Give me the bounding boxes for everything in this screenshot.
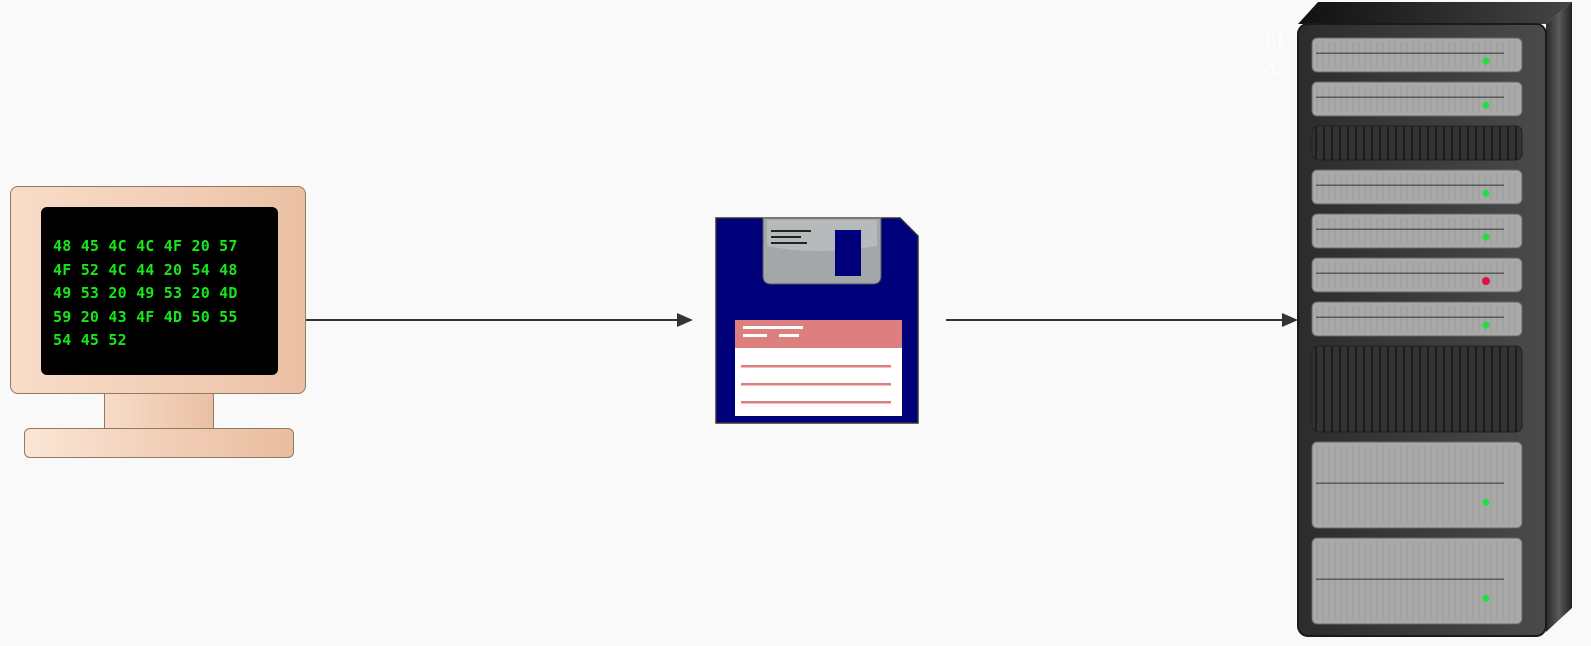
server-rack-icon (1297, 2, 1572, 637)
floppy-disk-icon (715, 217, 919, 424)
screen-line: 48 45 4C 4C 4F 20 57 (53, 237, 238, 255)
watermark-text: ht di (1264, 24, 1285, 84)
screen-line: 54 45 52 (53, 331, 127, 349)
status-led-green (1482, 321, 1490, 329)
rack-drive-unit (1311, 213, 1523, 249)
status-led-green (1482, 594, 1490, 602)
arrowhead (1282, 313, 1298, 327)
rack-top (1298, 2, 1572, 24)
monitor-neck (104, 394, 214, 430)
rack-drive-unit (1311, 301, 1523, 337)
status-led-green (1482, 233, 1490, 241)
rack-side (1546, 2, 1572, 632)
rack-drive-unit (1311, 169, 1523, 205)
status-led-green (1482, 498, 1490, 506)
rack-drive-unit (1311, 441, 1523, 529)
monitor-screen: 48 45 4C 4C 4F 20 57 4F 52 4C 44 20 54 4… (41, 207, 278, 375)
monitor-base (24, 428, 294, 458)
status-led-green (1482, 57, 1490, 65)
connector-monitor-to-floppy (305, 313, 693, 327)
watermark-line-1: ht (1264, 27, 1285, 51)
status-led-green (1482, 189, 1490, 197)
watermark-line-2: di (1264, 57, 1284, 81)
status-led-green (1482, 101, 1490, 109)
rack-vent-panel (1311, 345, 1523, 433)
screen-line: 59 20 43 4F 4D 50 55 (53, 307, 238, 326)
rack-vent-panel (1311, 125, 1523, 161)
screen-line: 4F 52 4C 44 20 54 48 (53, 260, 238, 279)
floppy-shutter-window (835, 230, 861, 276)
rack-drive-unit (1311, 257, 1523, 293)
rack-drive-unit (1311, 537, 1523, 625)
crt-monitor-icon: 48 45 4C 4C 4F 20 57 4F 52 4C 44 20 54 4… (10, 186, 310, 458)
rack-drive-unit (1311, 37, 1523, 73)
connector-floppy-to-server (946, 313, 1298, 327)
rack-drive-unit (1311, 81, 1523, 117)
monitor-bezel: 48 45 4C 4C 4F 20 57 4F 52 4C 44 20 54 4… (10, 186, 306, 394)
status-led-red (1482, 277, 1490, 286)
screen-line: 49 53 20 49 53 20 4D (53, 284, 238, 302)
arrowhead (677, 313, 693, 327)
